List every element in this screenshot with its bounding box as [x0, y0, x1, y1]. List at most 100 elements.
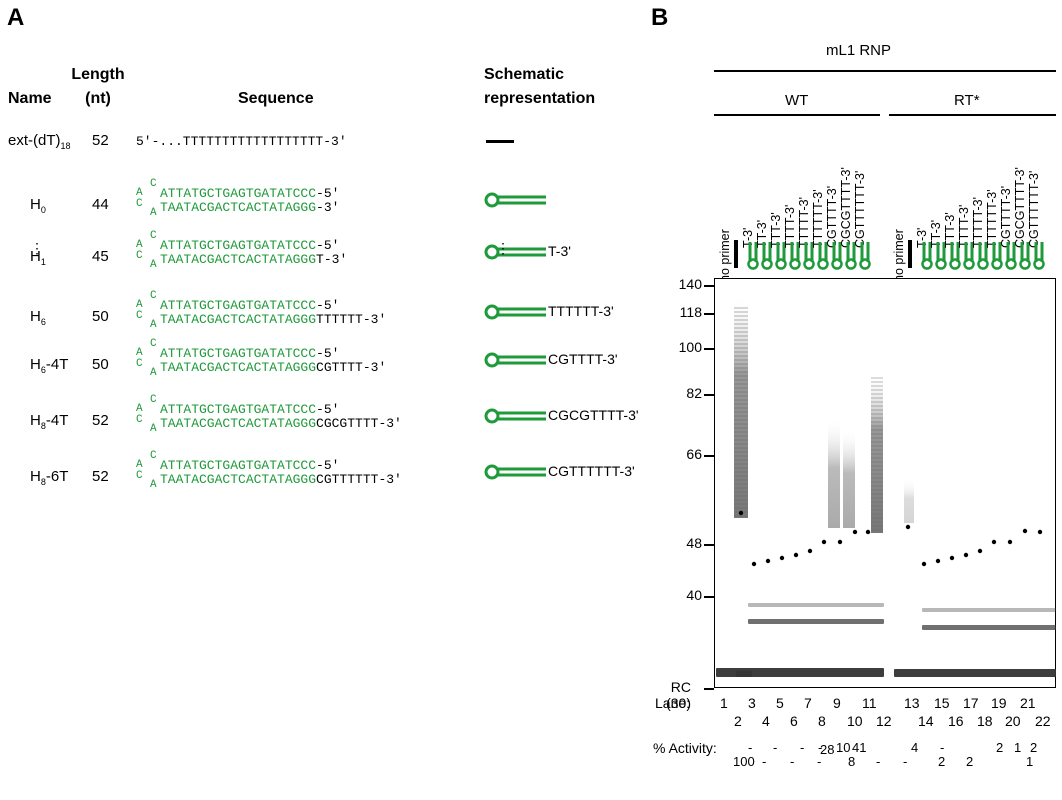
lane-number: 21: [1020, 695, 1036, 711]
lane-header-wt-5: TTTTT-3': [797, 197, 811, 248]
lane-number: 12: [876, 713, 892, 729]
primer-hairpin-icon: [1019, 242, 1031, 270]
row-name-main: H: [30, 196, 41, 213]
product-dot: [821, 539, 827, 545]
row-name-suffix: -4T: [45, 412, 69, 429]
gel-band: [748, 619, 884, 624]
lane-number: 18: [977, 713, 993, 729]
row-length: 50: [92, 308, 109, 325]
bottom-strand: TAATACGACTCACTATAGGGCGTTTT-3': [160, 360, 386, 375]
bottom-seq: TAATACGACTCACTATAGGG: [160, 416, 317, 431]
activity-top: 10: [836, 740, 851, 755]
row-length-ext: 52: [92, 132, 109, 149]
row-name: H6-4T: [30, 356, 68, 375]
marker-label: 118: [679, 304, 702, 320]
primer-hairpin-icon: [747, 242, 759, 270]
rnp-line: [714, 70, 1056, 72]
activity-top: 1: [1014, 740, 1022, 755]
gel-band: [736, 671, 752, 677]
row-name-main: H: [30, 412, 41, 429]
row-length: 52: [92, 468, 109, 485]
bottom-strand: TAATACGACTCACTATAGGGCGCGTTTT-3': [160, 416, 402, 431]
lane-number: 16: [948, 713, 964, 729]
lane-number: 20: [1005, 713, 1021, 729]
group-rt-label: RT*: [954, 92, 980, 109]
activity-top: 41: [852, 740, 867, 755]
product-dot: [751, 561, 757, 567]
gel-band: [922, 625, 1056, 630]
lane-header-rt-7: CGTTTT-3': [999, 185, 1013, 248]
loop-letter: C: [150, 178, 157, 190]
primer-hairpin-icon: [803, 242, 815, 270]
schematic-line-ext: [486, 140, 514, 143]
schematic-label: CGTTTT-3': [548, 351, 618, 367]
marker-label: 100: [678, 339, 702, 355]
loop-letter: A: [150, 207, 157, 219]
loop-letter: A: [150, 479, 157, 491]
loop-letter: C: [136, 358, 143, 370]
lane-smear: [828, 418, 840, 528]
bottom-seq: TAATACGACTCACTATAGGG: [160, 252, 317, 267]
lane-number: 5: [776, 695, 784, 711]
row-name-suffix: -6T: [45, 468, 69, 485]
no-primer-bar: [908, 240, 912, 268]
marker-label: 48: [686, 535, 702, 551]
lane-number: 1: [720, 695, 728, 711]
panel-b-letter: B: [651, 4, 669, 31]
top-strand: ATTATGCTGAGTGATATCCC-5': [160, 298, 339, 313]
schematic-label: CGCGTTTT-3': [548, 407, 639, 423]
primer-hairpin-icon: [859, 242, 871, 270]
top-end: -5': [316, 346, 340, 361]
primer-hairpin-icon: [789, 242, 801, 270]
row-name-suffix: -4T: [45, 356, 69, 373]
loop-letter: C: [136, 198, 143, 210]
primer-hairpin-icon: [1005, 242, 1017, 270]
lane-header-rt-9: CGTTTTTT-3': [1027, 170, 1041, 248]
top-end: -5': [316, 238, 340, 253]
row-name-sub: 0: [40, 205, 46, 215]
bottom-end: -3': [323, 252, 348, 267]
top-seq: ATTATGCTGAGTGATATCCC: [160, 402, 317, 417]
loop-letter: A: [136, 187, 143, 199]
primer-hairpin-icon: [963, 242, 975, 270]
row-name-main: H: [30, 248, 41, 265]
group-wt-line: [714, 114, 880, 116]
ellipsis-name: ⋮: [30, 240, 44, 256]
lane-number: 3: [748, 695, 756, 711]
activity-bottom: -: [762, 754, 767, 769]
row-name-main: H: [30, 356, 41, 373]
group-rt-line: [889, 114, 1056, 116]
loop-letter: A: [136, 239, 143, 251]
gel-band: [716, 668, 884, 677]
product-dot: [807, 548, 813, 554]
row-name: H8-4T: [30, 412, 68, 431]
marker-label: 82: [686, 385, 702, 401]
top-seq: ATTATGCTGAGTGATATCCC: [160, 186, 317, 201]
marker-label: 40: [686, 587, 702, 603]
row-name-main: H: [30, 468, 41, 485]
activity-bottom: -: [817, 754, 822, 769]
bottom-strand: TAATACGACTCACTATAGGGT-3': [160, 252, 347, 267]
bottom-strand: TAATACGACTCACTATAGGGCGTTTTTT-3': [160, 472, 402, 487]
primer-hairpin-icon: [817, 242, 829, 270]
product-dot: [793, 552, 799, 558]
product-dot: [905, 524, 911, 530]
bottom-end: -3': [316, 200, 340, 215]
product-dot: [1007, 539, 1013, 545]
header-name: Name: [8, 90, 52, 107]
lane-number: 11: [862, 695, 877, 711]
activity-label: % Activity:: [653, 740, 717, 756]
activity-top: -: [773, 740, 778, 755]
primer-hairpin-icon: [775, 242, 787, 270]
loop-letter: A: [150, 319, 157, 331]
primer-hairpin-icon: [845, 242, 857, 270]
loop-letter: C: [150, 338, 157, 350]
primer-hairpin-icon: [991, 242, 1003, 270]
top-strand: ATTATGCTGAGTGATATCCC-5': [160, 458, 339, 473]
row-sequence-ext: 5'-...TTTTTTTTTTTTTTTTTT-3': [136, 134, 347, 149]
marker-label: 66: [686, 446, 702, 462]
lane-header-rt-8: CGCGTTTT-3': [1013, 167, 1027, 248]
hairpin-schematic-icon: [484, 304, 546, 320]
loop-letter: A: [136, 459, 143, 471]
